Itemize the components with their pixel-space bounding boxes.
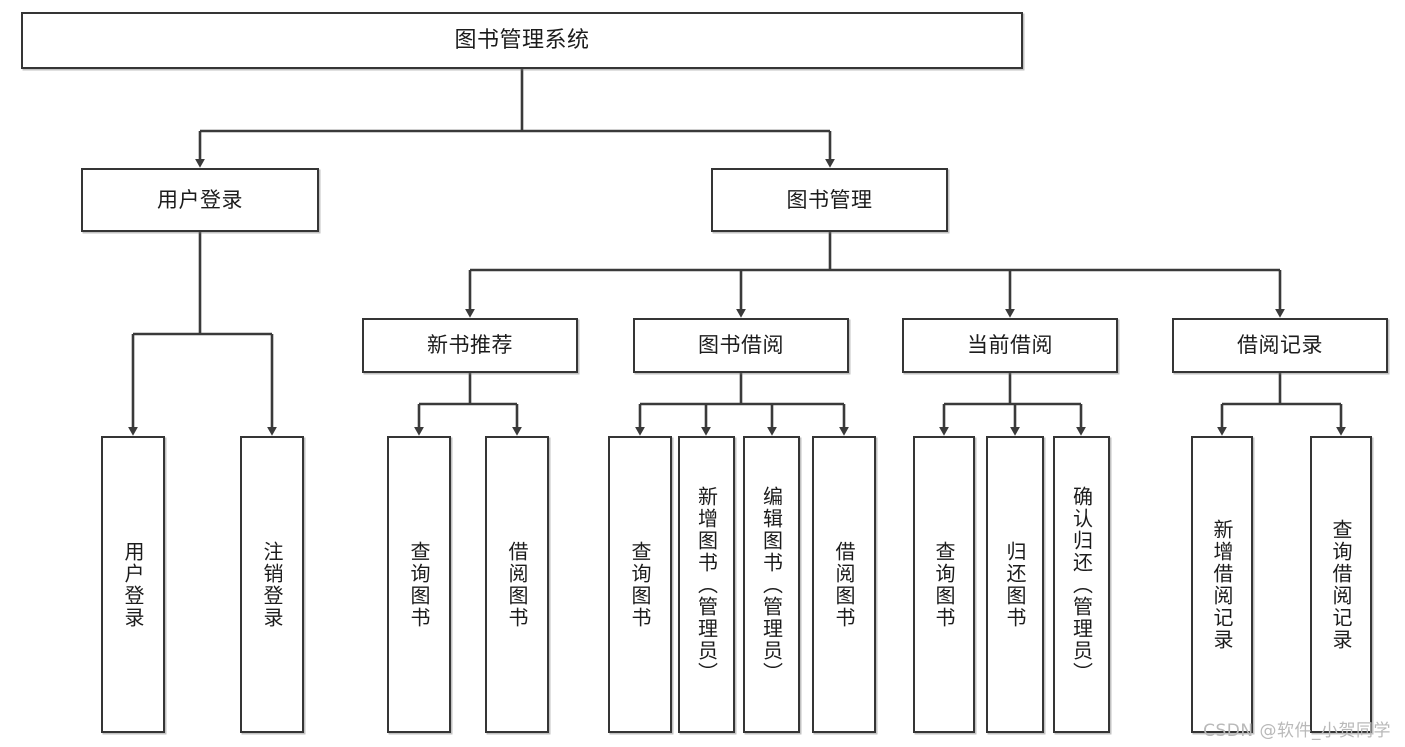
node-leaf-borrow-book-recommend-label: 借阅图书 (505, 540, 529, 629)
node-leaf-add-borrow-record-label: 新增借阅记录 (1210, 518, 1234, 651)
edges-bookmanagement-to-level3 (465, 232, 1285, 318)
node-leaf-user-login-label: 用户登录 (121, 540, 145, 629)
node-leaf-query-borrow-record-label: 查询借阅记录 (1329, 518, 1353, 651)
edges-borrowrecord-to-leaves (1217, 373, 1346, 436)
node-leaf-user-logout-label: 注销登录 (260, 540, 284, 629)
node-leaf-add-book-admin[interactable]: 新增图书（管理员） (678, 436, 735, 733)
node-leaf-edit-book-admin[interactable]: 编辑图书（管理员） (743, 436, 800, 733)
node-borrow-record[interactable]: 借阅记录 (1172, 318, 1388, 373)
edges-bookborrow-to-leaves (635, 373, 849, 436)
node-leaf-confirm-return-admin-label: 确认归还（管理员） (1069, 485, 1094, 684)
node-leaf-add-book-admin-label: 新增图书（管理员） (694, 485, 719, 684)
node-borrow-record-label: 借阅记录 (1237, 333, 1323, 358)
edges-root-to-level2 (195, 69, 835, 168)
node-leaf-borrow-book[interactable]: 借阅图书 (812, 436, 876, 733)
node-user-login-label: 用户登录 (157, 187, 243, 212)
node-leaf-query-book-recommend[interactable]: 查询图书 (387, 436, 451, 733)
node-leaf-borrow-book-recommend[interactable]: 借阅图书 (485, 436, 549, 733)
node-leaf-query-borrow-record[interactable]: 查询借阅记录 (1310, 436, 1372, 733)
node-leaf-borrow-book-label: 借阅图书 (832, 540, 856, 629)
node-leaf-query-book-borrow-label: 查询图书 (628, 540, 652, 629)
watermark-text: CSDN @软件_小贺同学 (1203, 721, 1391, 741)
node-root[interactable]: 图书管理系统 (21, 12, 1023, 69)
node-leaf-query-book-current[interactable]: 查询图书 (913, 436, 975, 733)
node-leaf-query-book-borrow[interactable]: 查询图书 (608, 436, 672, 733)
node-book-borrow-label: 图书借阅 (698, 333, 784, 358)
node-book-borrow[interactable]: 图书借阅 (633, 318, 849, 373)
node-book-management[interactable]: 图书管理 (711, 168, 948, 232)
node-leaf-return-book[interactable]: 归还图书 (986, 436, 1044, 733)
node-leaf-user-logout[interactable]: 注销登录 (240, 436, 304, 733)
edges-currentborrow-to-leaves (939, 373, 1086, 436)
edges-newbook-to-leaves (414, 373, 522, 436)
node-leaf-user-login[interactable]: 用户登录 (101, 436, 165, 733)
node-user-login[interactable]: 用户登录 (81, 168, 319, 232)
node-new-book-recommend-label: 新书推荐 (427, 333, 513, 358)
node-leaf-add-borrow-record[interactable]: 新增借阅记录 (1191, 436, 1253, 733)
node-leaf-confirm-return-admin[interactable]: 确认归还（管理员） (1053, 436, 1110, 733)
node-new-book-recommend[interactable]: 新书推荐 (362, 318, 578, 373)
edges-userlogin-to-leaves (128, 232, 277, 436)
node-current-borrow[interactable]: 当前借阅 (902, 318, 1118, 373)
node-book-management-label: 图书管理 (786, 187, 873, 212)
node-current-borrow-label: 当前借阅 (967, 333, 1053, 358)
node-root-label: 图书管理系统 (454, 27, 590, 53)
node-leaf-return-book-label: 归还图书 (1003, 540, 1027, 629)
node-leaf-query-book-current-label: 查询图书 (932, 540, 956, 629)
node-leaf-edit-book-admin-label: 编辑图书（管理员） (759, 485, 784, 684)
node-leaf-query-book-recommend-label: 查询图书 (407, 540, 431, 629)
